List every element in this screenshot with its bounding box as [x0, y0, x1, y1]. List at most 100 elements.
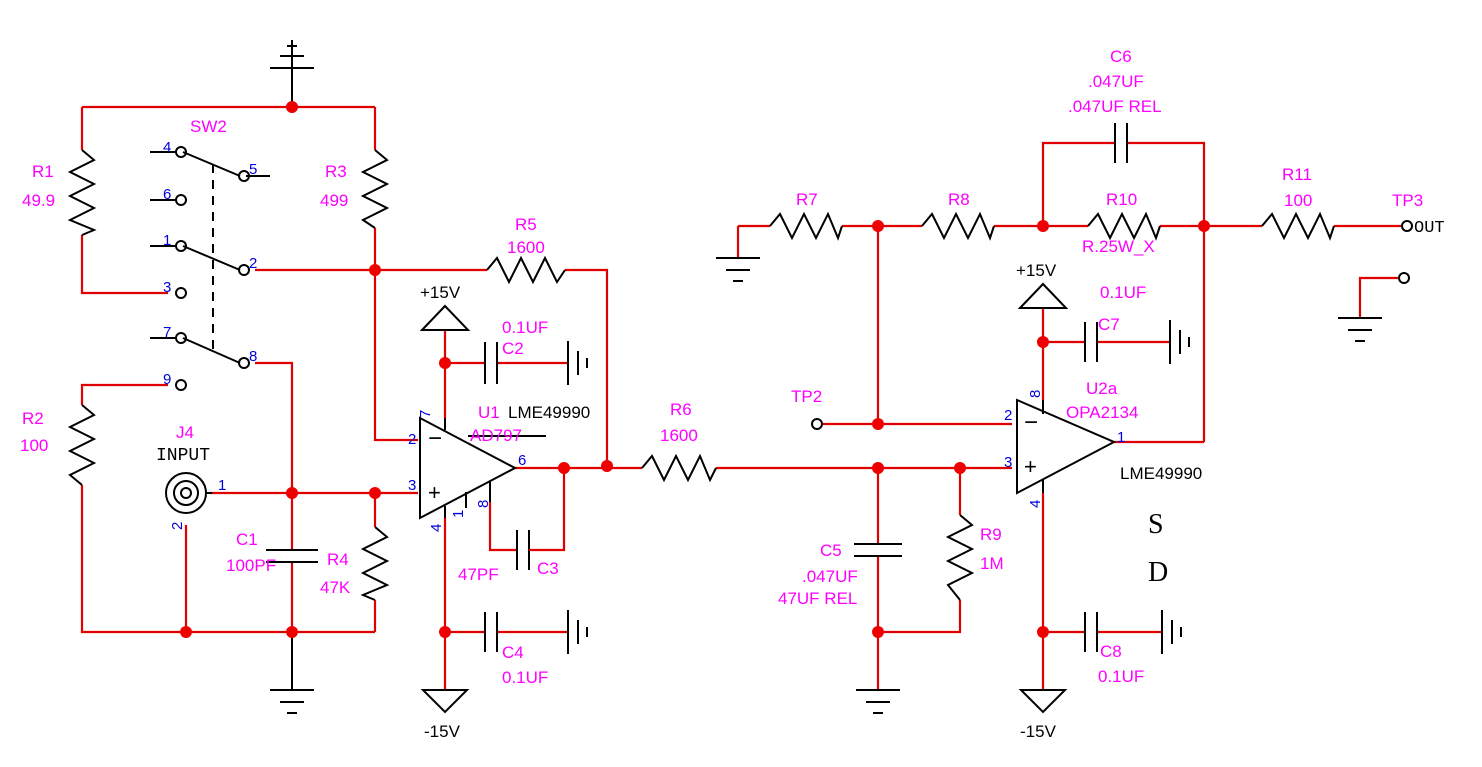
u1-part: LME49990 — [508, 403, 590, 422]
sw2-ref: SW2 — [190, 117, 227, 136]
c4-ref: C4 — [502, 643, 524, 662]
resistor-r5 — [486, 255, 566, 285]
capacitor-c8 — [1084, 612, 1098, 652]
capacitor-c7 — [1084, 322, 1098, 362]
r9-value: 1M — [980, 554, 1004, 573]
testpoint-tp3-icon — [1401, 220, 1413, 232]
r11-value: 100 — [1284, 191, 1312, 210]
sw-pin-6: 6 — [163, 186, 171, 203]
r8-ref: R8 — [948, 190, 970, 209]
ground-c8-icon — [1161, 610, 1182, 654]
sw-pin-8: 8 — [249, 348, 257, 365]
resistor-r9 — [945, 514, 975, 601]
resistors — [67, 149, 1335, 601]
capacitors — [266, 123, 1128, 652]
u1-ref: U1 — [478, 403, 500, 422]
switch-sw2 — [150, 146, 270, 391]
r6-value: 1600 — [660, 426, 698, 445]
rail-up-u2-icon — [1017, 282, 1069, 309]
j4-ref: J4 — [176, 423, 194, 442]
c7-value: 0.1UF — [1100, 283, 1146, 302]
capacitor-c3 — [516, 530, 548, 570]
c6-value: .047UF — [1088, 72, 1144, 91]
power-symbols — [419, 282, 1069, 714]
u1-pin-vneg: 4 — [428, 524, 445, 532]
r3-ref: R3 — [325, 162, 347, 181]
sw-pin-2: 2 — [249, 255, 257, 272]
ground-c4-icon — [567, 610, 588, 654]
capacitor-c4 — [484, 612, 498, 652]
u2-pin-vneg: 4 — [1027, 500, 1044, 508]
u2-minus-sign: − — [1024, 409, 1038, 436]
u1-vpos-label: +15V — [420, 283, 461, 302]
u2-alt: LME49990 — [1120, 464, 1202, 483]
tp2-ref: TP2 — [791, 387, 822, 406]
c6-ref: C6 — [1110, 47, 1132, 66]
capacitor-c2 — [484, 342, 498, 384]
c1-ref: C1 — [236, 530, 258, 549]
capacitor-c1 — [266, 549, 318, 563]
ground-right-icon — [1338, 317, 1382, 342]
resistor-r11 — [1261, 211, 1335, 241]
sw-pin-3: 3 — [163, 279, 171, 296]
wires — [80, 105, 1402, 690]
sw-pin-4: 4 — [163, 139, 171, 156]
r1-value: 49.9 — [22, 191, 55, 210]
u2-vpos-label: +15V — [1016, 261, 1057, 280]
r11-ref: R11 — [1282, 165, 1312, 184]
sw-pin-9: 9 — [163, 371, 171, 388]
resistor-r1 — [67, 149, 97, 236]
u1-vneg-label: -15V — [424, 722, 461, 741]
c8-value: 0.1UF — [1098, 667, 1144, 686]
u2-pin-inv: 2 — [1004, 407, 1012, 424]
sw-pin-1: 1 — [163, 232, 171, 249]
c4-value: 0.1UF — [502, 668, 548, 687]
sw-pin-5: 5 — [249, 161, 257, 178]
tp3-out-label: OUT — [1414, 219, 1445, 238]
u2-pin-out: 1 — [1117, 429, 1125, 446]
r10-ref: R10 — [1106, 190, 1137, 209]
u2-pin-noninv: 3 — [1004, 454, 1012, 471]
c5-value2: 47UF REL — [778, 589, 857, 608]
ground-c5-icon — [856, 689, 900, 714]
testpoint-right-icon — [1398, 272, 1410, 284]
c7-ref: C7 — [1098, 315, 1120, 334]
tp3-ref: TP3 — [1392, 191, 1423, 210]
u1-pin-inv: 2 — [408, 431, 416, 448]
c3-value: 47PF — [458, 565, 499, 584]
capacitor-c5 — [854, 543, 902, 557]
r6-ref: R6 — [670, 400, 692, 419]
u1-alt: AD797 — [470, 426, 522, 445]
r5-ref: R5 — [515, 215, 537, 234]
j4-label: INPUT — [156, 446, 210, 466]
c2-ref: C2 — [502, 339, 524, 358]
c2-value: 0.1UF — [502, 318, 548, 337]
capacitor-c6 — [1114, 123, 1128, 163]
r2-ref: R2 — [22, 409, 44, 428]
r2-value: 100 — [20, 436, 48, 455]
c8-ref: C8 — [1100, 642, 1122, 661]
r9-ref: R9 — [980, 525, 1002, 544]
resistor-r7 — [769, 211, 843, 241]
u1-pin-vpos: 7 — [417, 410, 434, 418]
ground-c2-icon — [567, 341, 588, 385]
rail-down-u2-icon — [1018, 689, 1068, 714]
junctions — [180, 101, 1210, 638]
resistor-r4 — [360, 526, 390, 601]
j4-pin-1: 1 — [218, 477, 226, 494]
u1-plus-sign: + — [428, 480, 441, 505]
jack-j4-icon — [165, 472, 212, 514]
resistor-r2 — [67, 404, 97, 486]
r7-ref: R7 — [796, 190, 818, 209]
c6-value2: .047UF REL — [1068, 97, 1162, 116]
grounds — [270, 40, 1382, 714]
u2-vneg-label: -15V — [1020, 722, 1057, 741]
r10-value: R.25W_X — [1082, 237, 1155, 256]
c5-value: .047UF — [802, 567, 858, 586]
opamp-u1 — [419, 416, 546, 520]
u2-pin-vpos: 8 — [1027, 390, 1044, 398]
sw-pin-7: 7 — [163, 324, 171, 341]
resistor-r6 — [641, 453, 717, 483]
annotation-d: D — [1148, 557, 1168, 588]
